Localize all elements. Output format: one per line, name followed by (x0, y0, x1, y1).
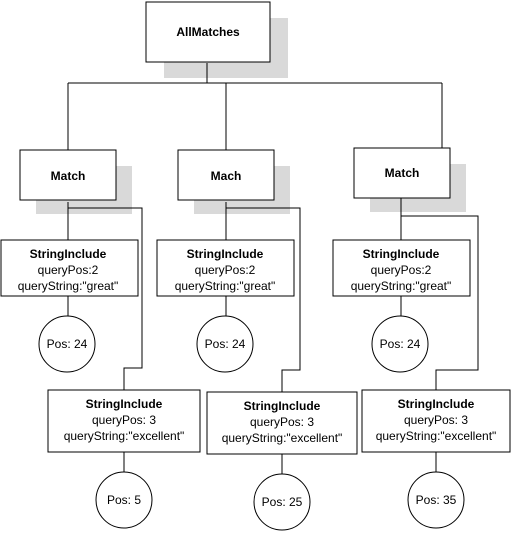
string-include-2-1-title: StringInclude (187, 247, 264, 261)
string-include-1-1-title: StringInclude (30, 247, 107, 261)
pos-1-1-circle (38, 315, 96, 373)
pos-2-2-label: Pos: 25 (262, 495, 303, 509)
pos-node-1-2: Pos: 5 (95, 471, 153, 529)
connectors (67, 63, 479, 474)
string-include-1-1-box (0, 239, 139, 297)
pos-1-2-label: Pos: 5 (107, 493, 141, 507)
string-include-2-1-box (156, 239, 295, 297)
match-3-to-include-2-connector (401, 215, 479, 390)
pos-1-1-label: Pos: 24 (47, 337, 88, 351)
string-include-1-1-query-string: queryString:"great" (18, 279, 119, 293)
string-include-2-2-box (206, 391, 358, 455)
pos-node-1-1: Pos: 24 (38, 315, 96, 373)
match-node-1: Match (19, 149, 117, 201)
root-label: AllMatches (176, 25, 240, 39)
root-node: AllMatches (145, 1, 271, 63)
string-include-2-2-query-pos: queryPos: 3 (250, 415, 314, 429)
string-include-2-1-query-pos: queryPos:2 (195, 263, 256, 277)
match-2-box (177, 149, 275, 201)
string-include-3-1-query-pos: queryPos:2 (371, 263, 432, 277)
pos-2-1-label: Pos: 24 (205, 337, 246, 351)
string-include-2-1-query-string: queryString:"great" (175, 279, 276, 293)
string-include-1-1: StringInclude queryPos:2 queryString:"gr… (0, 239, 139, 297)
string-include-3-1: StringInclude queryPos:2 queryString:"gr… (332, 239, 471, 297)
string-include-2-1: StringInclude queryPos:2 queryString:"gr… (156, 239, 295, 297)
match-3-label: Match (385, 166, 420, 180)
string-include-1-2-query-pos: queryPos: 3 (92, 413, 156, 427)
string-include-3-1-title: StringInclude (363, 247, 440, 261)
string-include-3-2: StringInclude queryPos: 3 queryString:"e… (361, 389, 511, 453)
pos-3-1-circle (371, 315, 429, 373)
string-include-3-1-box (332, 239, 471, 297)
match-1-to-include-2-connector (68, 207, 143, 390)
match-2-label: Mach (211, 169, 242, 183)
match-2-to-include-2-connector (226, 207, 301, 392)
pos-3-1-label: Pos: 24 (380, 337, 421, 351)
pos-node-3-1: Pos: 24 (371, 315, 429, 373)
match-node-3: Match (353, 147, 451, 199)
pos-3-2-circle (407, 471, 465, 529)
string-include-2-2-query-string: queryString:"excellent" (222, 431, 343, 445)
pos-2-1-circle (196, 315, 254, 373)
pos-node-2-2: Pos: 25 (253, 473, 311, 531)
string-include-3-2-query-pos: queryPos: 3 (404, 413, 468, 427)
string-include-2-2: StringInclude queryPos: 3 queryString:"e… (206, 391, 358, 455)
string-include-3-2-box (361, 389, 511, 453)
string-include-1-2: StringInclude queryPos: 3 queryString:"e… (47, 389, 201, 453)
string-include-3-1-query-string: queryString:"great" (351, 279, 452, 293)
string-include-1-2-query-string: queryString:"excellent" (64, 429, 185, 443)
string-include-1-2-box (47, 389, 201, 453)
match-1-label: Match (51, 169, 86, 183)
root-box (145, 1, 271, 63)
match-node-2: Mach (177, 149, 275, 201)
pos-node-2-1: Pos: 24 (196, 315, 254, 373)
string-include-1-1-query-pos: queryPos:2 (38, 263, 99, 277)
string-include-3-2-title: StringInclude (398, 397, 475, 411)
pos-node-3-2: Pos: 35 (407, 471, 465, 529)
string-include-1-2-title: StringInclude (86, 397, 163, 411)
pos-3-2-label: Pos: 35 (416, 493, 457, 507)
string-include-2-2-title: StringInclude (244, 399, 321, 413)
pos-1-2-circle (95, 471, 153, 529)
match-1-box (19, 149, 117, 201)
string-include-3-2-query-string: queryString:"excellent" (376, 429, 497, 443)
pos-2-2-circle (253, 473, 311, 531)
match-3-box (353, 147, 451, 199)
